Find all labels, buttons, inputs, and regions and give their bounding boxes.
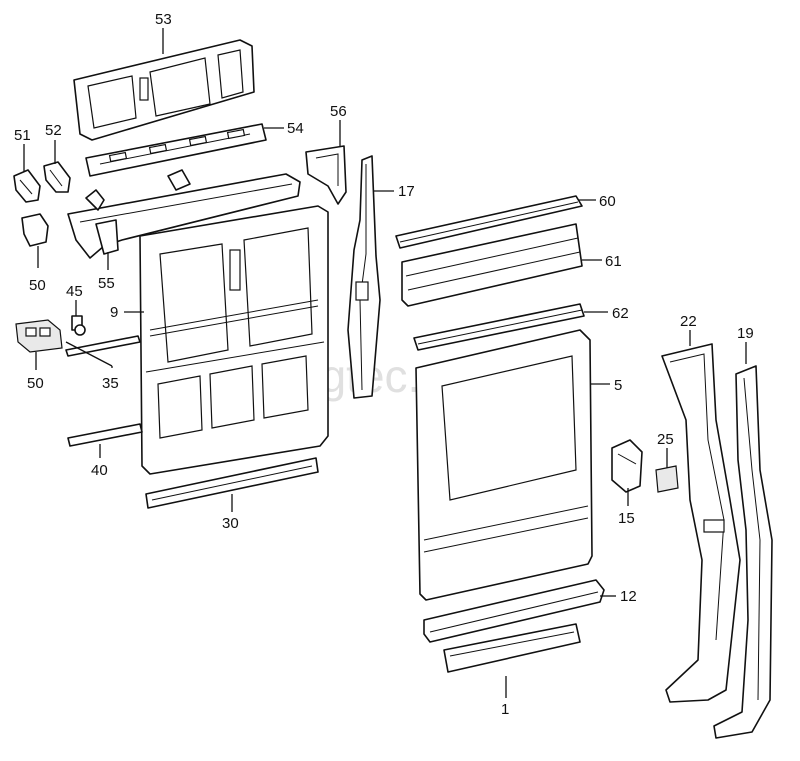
part-15-bracket (611, 439, 643, 493)
part-62-low-strip (413, 303, 585, 351)
part-61-mid-panel (401, 223, 583, 307)
leader-lines (23, 28, 747, 698)
callout-52: 52 (45, 122, 62, 139)
part-40-strip (67, 423, 143, 447)
part-52-bracket (43, 161, 71, 193)
part-35-rail (65, 335, 141, 357)
part-1-lower-sill (443, 623, 581, 673)
part-5-door-panel (415, 329, 593, 601)
part-22-c-pillar (661, 343, 741, 703)
callout-35: 35 (102, 375, 119, 392)
callout-12: 12 (620, 588, 637, 605)
part-19-d-pillar (713, 365, 773, 739)
part-50-upper-bracket (21, 213, 49, 247)
callout-60: 60 (599, 193, 616, 210)
callout-15: 15 (618, 510, 635, 527)
part-54-cross-member (85, 123, 267, 177)
part-25-clip (655, 465, 679, 493)
callout-17: 17 (398, 183, 415, 200)
callout-5: 5 (614, 377, 622, 394)
part-9-side-panel (139, 205, 329, 475)
callout-40: 40 (91, 462, 108, 479)
callout-50-lower: 50 (27, 375, 44, 392)
callout-55: 55 (98, 275, 115, 292)
callout-62: 62 (612, 305, 629, 322)
callout-labels: 53 54 51 52 56 17 60 61 62 50 55 45 9 50… (14, 11, 754, 718)
callout-30: 30 (222, 515, 239, 532)
callout-54: 54 (287, 120, 304, 137)
callout-19: 19 (737, 325, 754, 342)
part-17-pillar-strip (347, 155, 381, 399)
callout-9: 9 (110, 304, 118, 321)
part-30-sill (145, 457, 319, 509)
callout-56: 56 (330, 103, 347, 120)
callout-22: 22 (680, 313, 697, 330)
part-53-upper-frame (73, 39, 255, 141)
callout-50-upper: 50 (29, 277, 46, 294)
callout-45: 45 (66, 283, 83, 300)
part-12-rocker (423, 579, 605, 643)
callout-1: 1 (501, 701, 509, 718)
part-51-bracket (13, 169, 41, 203)
part-55-roof-member (67, 169, 301, 259)
part-50-lock-block (15, 319, 63, 353)
part-60-top-strip (395, 195, 583, 249)
part-56-corner-panel (305, 145, 347, 205)
callout-51: 51 (14, 127, 31, 144)
callout-61: 61 (605, 253, 622, 270)
part-45-bolt (71, 315, 86, 336)
callout-25: 25 (657, 431, 674, 448)
callout-53: 53 (155, 11, 172, 28)
